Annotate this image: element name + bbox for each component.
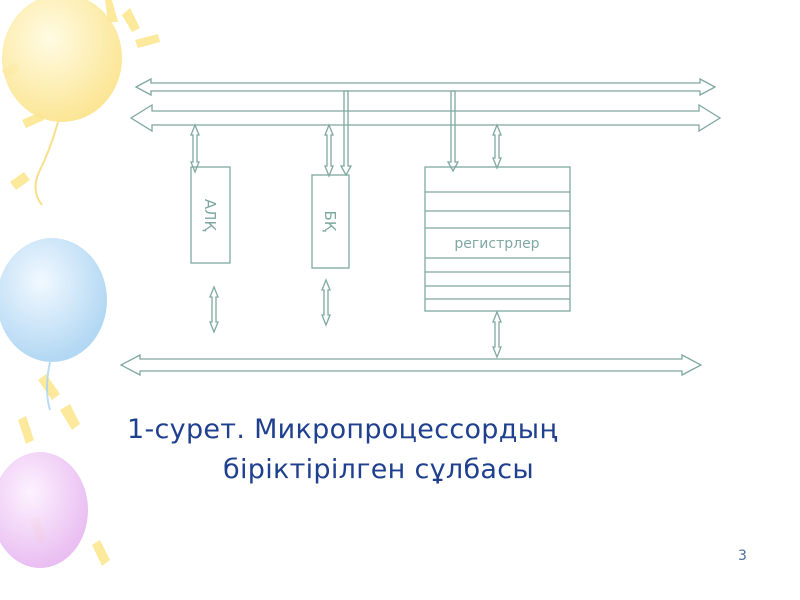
alu-bus-arrow [190, 123, 200, 174]
control-unit-label: БҚ [321, 211, 339, 232]
page-number: 3 [738, 548, 747, 564]
bottom-bus [119, 353, 703, 377]
caption-line-1: 1-сурет. Микропроцессордың [127, 414, 558, 445]
control-thin-bus-arrow [339, 90, 353, 177]
control-unit-block [311, 174, 350, 269]
blue-balloon-icon [0, 238, 107, 411]
control-lower-arrow [321, 278, 331, 327]
top-bus-thin [134, 77, 717, 97]
alu-label: АЛҚ [201, 199, 219, 232]
alu-block [190, 166, 231, 264]
registers-thin-bus-arrow [446, 90, 460, 173]
yellow-balloon-icon [2, 0, 122, 206]
registers-bus-arrow [492, 123, 502, 170]
alu-lower-arrow [209, 285, 219, 334]
register-rows [425, 191, 570, 300]
registers-label: регистрлер [454, 236, 539, 252]
control-bus-arrow [324, 123, 334, 178]
registers-bottom-arrow [492, 310, 502, 359]
pink-balloon-icon [0, 452, 88, 568]
top-bus-wide [129, 103, 722, 133]
caption-line-2: біріктірілген сұлбасы [223, 454, 534, 485]
